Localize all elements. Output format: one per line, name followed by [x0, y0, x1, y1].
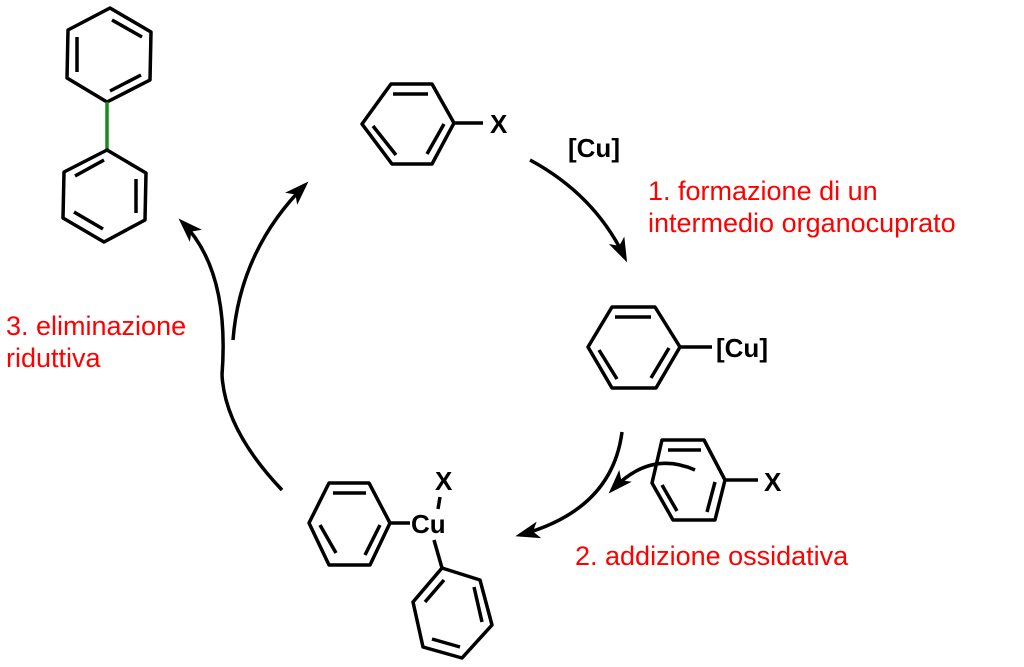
step-3-label: 3. eliminazione riduttiva [6, 310, 186, 374]
aryl-copper-intermediate: [Cu] [586, 305, 768, 390]
step-1-line-2: intermedio organocuprato [648, 208, 956, 238]
arrow-step-2 [515, 431, 624, 539]
copper-reagent-label: [Cu] [568, 133, 620, 163]
arrow-product-release [178, 218, 225, 376]
halide-label: X [490, 109, 508, 139]
step-2-line-1: 2. addizione ossidativa [575, 541, 849, 571]
step-1-line-1: 1. formazione di un [648, 176, 878, 206]
step-3-line-1: 3. eliminazione [6, 311, 187, 341]
step-3-line-2: riduttiva [6, 343, 101, 373]
arrow-aryl-halide-entry [608, 461, 696, 494]
arrow-step-1 [529, 158, 628, 263]
aryl-halide-top: X [360, 82, 508, 166]
copper-reagent-label-2: [Cu] [716, 333, 768, 363]
arrow-step-3 [220, 374, 284, 492]
diaryl-copper-complex: Cu X [307, 466, 494, 660]
aryl-halide-right: X [650, 438, 782, 522]
halide-label-3: X [435, 466, 453, 496]
step-1-label: 1. formazione di un intermedio organocup… [648, 175, 956, 239]
copper-label: Cu [411, 509, 446, 539]
arrow-aryl-halide-regeneration [231, 181, 309, 341]
step-2-label: 2. addizione ossidativa [575, 540, 848, 572]
halide-label-2: X [764, 467, 782, 497]
biphenyl-product [61, 6, 153, 244]
